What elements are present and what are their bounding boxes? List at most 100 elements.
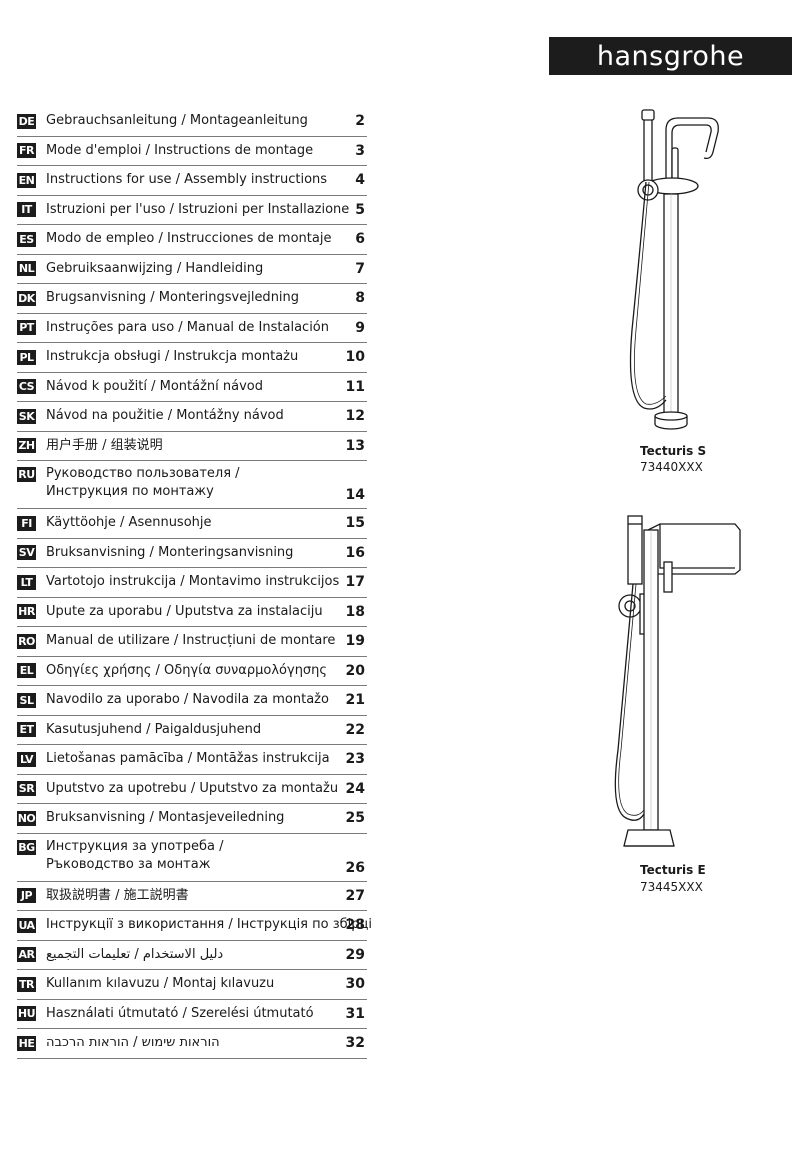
toc-title-line: Manual de utilizare / Instrucțiuni de mo… — [46, 633, 336, 649]
toc-page-number: 30 — [345, 976, 365, 993]
toc-row-cs[interactable]: CS Návod k použití / Montážní návod 11 — [17, 373, 367, 402]
toc-title: Bruksanvisning / Montasjeveiledning — [46, 809, 367, 827]
toc-title-line: Istruzioni per l'uso / Istruzioni per In… — [46, 201, 350, 217]
hansgrohe-logo: hansgrohe — [549, 37, 792, 75]
toc-row-it[interactable]: IT Istruzioni per l'uso / Istruzioni per … — [17, 196, 367, 225]
toc-title-line: Gebrauchsanleitung / Montageanleitung — [46, 113, 308, 129]
language-code-badge: UA — [17, 917, 36, 933]
toc-page-number: 22 — [345, 721, 365, 738]
toc-row-es[interactable]: ES Modo de empleo / Instrucciones de mont… — [17, 225, 367, 255]
toc-title-line: Bruksanvisning / Montasjeveiledning — [46, 810, 285, 826]
toc-title: הוראות שימוש / הוראות הרכבה — [46, 1034, 367, 1052]
toc-title-line: 用户手册 / 组装说明 — [46, 437, 163, 453]
toc-title: Instrukcja obsługi / Instrukcja montażu — [46, 348, 367, 366]
toc-row-lv[interactable]: LV Lietošanas pamācība / Montāžas instruk… — [17, 745, 367, 775]
toc-page-number: 4 — [355, 172, 365, 189]
toc-title-line: Használati útmutató / Szerelési útmutató — [46, 1005, 314, 1021]
toc-title-line: Návod k použití / Montážní návod — [46, 378, 264, 394]
language-code-badge: ET — [17, 722, 36, 738]
language-code-badge: FR — [17, 143, 36, 159]
toc-title-line: Vartotojo instrukcija / Montavimo instru… — [46, 574, 340, 590]
toc-title-line: Instructions for use / Assembly instruct… — [46, 172, 328, 188]
language-code-badge: SK — [17, 408, 36, 424]
toc-title: Návod na použitie / Montážny návod — [46, 407, 367, 425]
toc-row-fr[interactable]: FR Mode d'emploi / Instructions de montag… — [17, 137, 367, 166]
language-code-badge: IT — [17, 202, 36, 218]
toc-page-number: 12 — [345, 408, 365, 425]
toc-page-number: 18 — [345, 603, 365, 620]
toc-title: Használati útmutató / Szerelési útmutató — [46, 1005, 367, 1023]
toc-page-number: 20 — [345, 662, 365, 679]
toc-row-hu[interactable]: HU Használati útmutató / Szerelési útmuta… — [17, 1000, 367, 1029]
toc-title: Käyttöohje / Asennusohje — [46, 514, 367, 532]
language-code-badge: RU — [17, 467, 36, 482]
toc-title: Navodilo za uporabo / Navodila za montaž… — [46, 691, 367, 709]
toc-row-lt[interactable]: LT Vartotojo instrukcija / Montavimo inst… — [17, 568, 367, 598]
language-code-badge: ZH — [17, 438, 36, 454]
toc-row-ru[interactable]: RU Руководство пользователя /Инструкция п… — [17, 461, 367, 509]
toc-row-bg[interactable]: BG Инструкция за употреба / Ръководство за… — [17, 834, 367, 882]
toc-title: Gebrauchsanleitung / Montageanleitung — [46, 112, 367, 130]
toc-title: Руководство пользователя /Инструкция по … — [46, 465, 367, 501]
language-code-badge: CS — [17, 379, 36, 395]
language-code-badge: BG — [17, 839, 36, 855]
toc-title: Kullanım kılavuzu / Montaj kılavuzu — [46, 975, 367, 993]
toc-title: Upute za uporabu / Uputstva za instalaci… — [46, 603, 367, 621]
language-code-badge: LV — [17, 751, 36, 767]
toc-page-number: 19 — [345, 633, 365, 650]
toc-title-line: Lietošanas pamācība / Montāžas instrukci… — [46, 751, 330, 767]
toc-title-line: Instruções para uso / Manual de Instalac… — [46, 319, 329, 335]
toc-page-number: 23 — [345, 751, 365, 768]
toc-title: دليل الاستخدام / تعليمات التجميع — [46, 946, 367, 964]
toc-title-line: Οδηγίες χρήσης / Οδηγία συναρμολόγησης — [46, 662, 328, 678]
toc-page-number: 16 — [345, 544, 365, 561]
language-code-badge: HU — [17, 1006, 36, 1022]
tecturis-e-faucet-illustration — [614, 515, 741, 847]
toc-title: Návod k použití / Montážní návod — [46, 378, 367, 396]
toc-page-number: 28 — [345, 917, 365, 934]
language-code-badge: JP — [17, 888, 36, 904]
language-code-badge: ES — [17, 231, 36, 247]
toc-title: Modo de empleo / Instrucciones de montaj… — [46, 230, 367, 248]
language-code-badge: AR — [17, 947, 36, 963]
language-code-badge: EN — [17, 172, 36, 188]
toc-page-number: 11 — [345, 378, 365, 395]
toc-page-number: 27 — [345, 887, 365, 904]
toc-page-number: 2 — [355, 113, 365, 130]
language-code-badge: LT — [17, 574, 36, 590]
toc-title-line: Инструкция за употреба / — [46, 838, 224, 854]
toc-page-number: 25 — [345, 810, 365, 827]
toc-title-line-2: Ръководство за монтаж — [46, 856, 211, 872]
toc-title-line: دليل الاستخدام / تعليمات التجميع — [46, 946, 224, 962]
toc-page-number: 7 — [355, 260, 365, 277]
toc-page-number: 21 — [345, 692, 365, 709]
language-code-badge: FI — [17, 515, 36, 531]
toc-page-number: 15 — [345, 515, 365, 532]
language-code-badge: DK — [17, 290, 36, 306]
toc-row-en[interactable]: EN Instructions for use / Assembly instru… — [17, 166, 367, 196]
toc-page-number: 3 — [355, 142, 365, 159]
toc-title-line: Mode d'emploi / Instructions de montage — [46, 142, 314, 158]
